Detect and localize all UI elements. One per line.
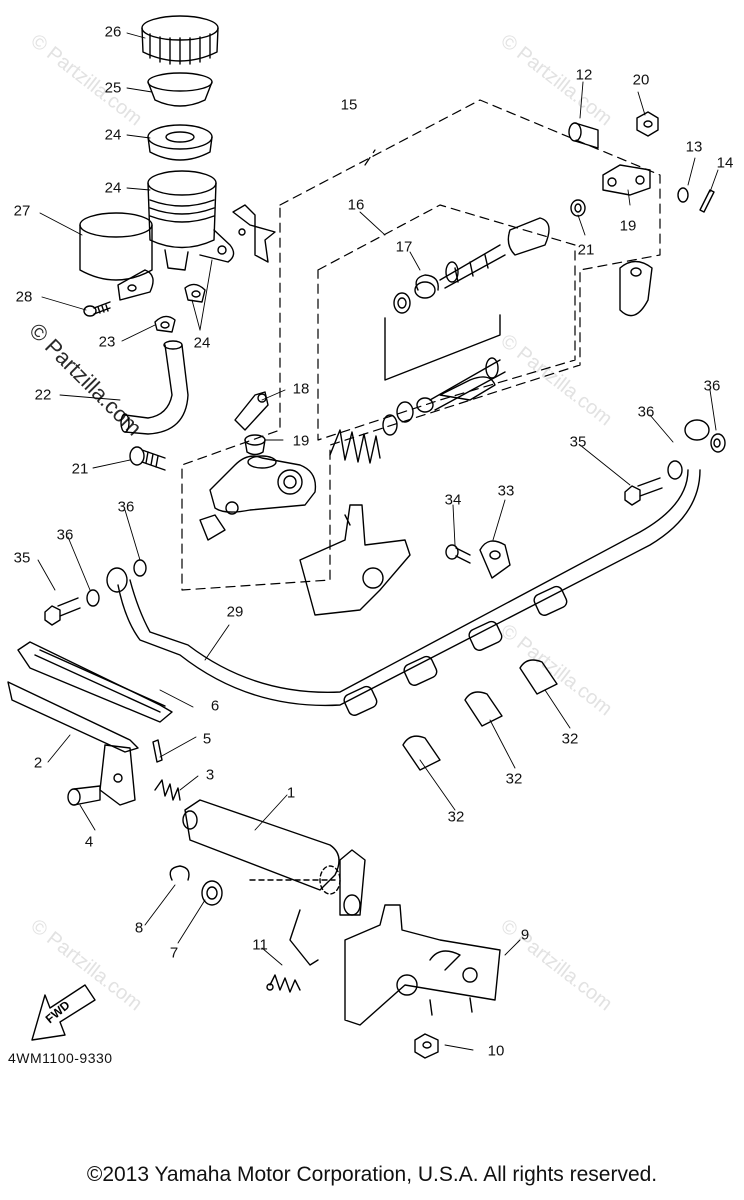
- part-36-washers: [86, 433, 726, 607]
- part-30-screw: [83, 301, 111, 317]
- part-26-diaphragm: [147, 124, 213, 161]
- callout-7: 7: [169, 944, 179, 962]
- copyright-notice: ©2013 Yamaha Motor Corporation, U.S.A. A…: [86, 1163, 658, 1186]
- callout-32b: 32: [505, 770, 523, 788]
- callout-35b: 35: [569, 433, 587, 451]
- part-32-clip-3: [519, 659, 558, 695]
- part-16-piston-kit: [384, 217, 550, 423]
- part-14-cotter-pin: [699, 189, 715, 213]
- callout-14: 14: [716, 154, 734, 172]
- diagram-code: 4WM1100-9330: [8, 1050, 113, 1066]
- part-28-cap: [141, 15, 219, 65]
- callout-1: 1: [286, 784, 296, 802]
- fwd-arrow-icon: [31, 984, 96, 1041]
- callout-3: 3: [205, 766, 215, 784]
- part-31-brake-hose: [106, 419, 710, 716]
- callout-21b: 21: [577, 241, 595, 259]
- callout-9: 9: [520, 926, 530, 944]
- part-35-bolt-left: [44, 597, 81, 626]
- part-1-pedal-shaft: [182, 799, 341, 895]
- callout-8: 8: [134, 919, 144, 937]
- callout-27: 25: [104, 79, 122, 97]
- part-17-circlip: [415, 274, 439, 291]
- frame-mount: [299, 504, 411, 616]
- callout-24: 23: [98, 333, 116, 351]
- part-11-spring: [266, 974, 301, 993]
- callout-10: 10: [487, 1042, 505, 1060]
- callout-30: 28: [15, 288, 33, 306]
- part-29-bracket: [79, 212, 154, 301]
- callout-36c: 36: [637, 403, 655, 421]
- callout-5: 5: [202, 730, 212, 748]
- callout-35a: 35: [13, 549, 31, 567]
- callout-16: 16: [347, 196, 365, 214]
- part-9-pedal-bracket: [344, 904, 501, 1026]
- part-18-joint: [234, 391, 269, 431]
- part-24-clamp-lower: [154, 315, 176, 333]
- part-24-clamp-upper: [184, 283, 206, 303]
- callout-32c: 32: [447, 808, 465, 826]
- callout-19: 19: [292, 432, 310, 450]
- mount-bracket-upper: [232, 204, 276, 263]
- callout-28: 26: [104, 23, 122, 41]
- callout-36b: 36: [56, 526, 74, 544]
- part-12-pin: [568, 122, 599, 149]
- callout-36d: 36: [703, 377, 721, 395]
- cylinder-spring: [329, 414, 398, 464]
- callout-6: 6: [210, 697, 220, 715]
- callout-20: 19: [619, 217, 637, 235]
- callout-25: 24: [104, 179, 122, 197]
- callout-29: 27: [13, 202, 31, 220]
- part-4-clevis-pin: [67, 785, 101, 806]
- part-32-clip-2: [464, 691, 503, 727]
- part-22-bolt: [129, 446, 166, 471]
- part-34-bolt: [445, 544, 471, 564]
- part-7-washer: [201, 880, 223, 906]
- callout-11: 11: [252, 936, 268, 954]
- callout-22: 21: [71, 460, 89, 478]
- master-cylinder-body: [199, 455, 317, 541]
- part-23-hose: [120, 340, 189, 435]
- part-21-nut-lower: [570, 199, 586, 217]
- callout-15: 15: [340, 96, 358, 114]
- part-10-flange-nut: [414, 1033, 439, 1059]
- callout-26: 24: [104, 126, 122, 144]
- part-19-boot: [244, 434, 266, 456]
- callout-4: 4: [84, 833, 94, 851]
- callout-17: 17: [395, 238, 413, 256]
- brake-lever-arm: [289, 849, 366, 966]
- leader-lines: [37, 32, 719, 1051]
- part-25-reservoir: [147, 170, 235, 271]
- part-21-nut-upper: [636, 111, 659, 137]
- part-20-clevis: [602, 164, 651, 196]
- part-6-pedal-pad: [17, 641, 173, 723]
- part-5-pin: [152, 739, 163, 763]
- callout-24b: 24: [193, 334, 211, 352]
- part-3-spring: [154, 779, 181, 801]
- callout-13: 13: [685, 138, 703, 156]
- callout-31: 29: [226, 603, 244, 621]
- part-32-clip-1: [402, 735, 441, 771]
- callout-2: 2: [33, 754, 43, 772]
- callout-21: 20: [632, 71, 650, 89]
- assembly-16-outline: [317, 204, 576, 441]
- callout-18: 18: [292, 380, 310, 398]
- callout-34: 34: [444, 491, 462, 509]
- callout-12: 12: [575, 66, 593, 84]
- callout-32a: 32: [561, 730, 579, 748]
- callout-23: 22: [34, 386, 52, 404]
- part-33-clamp: [479, 540, 511, 579]
- part-8-circlip: [169, 865, 190, 881]
- callout-33: 33: [497, 482, 515, 500]
- part-27-plate: [147, 72, 213, 107]
- brake-arm-link: [619, 260, 653, 317]
- assembly-15-outline: [181, 99, 661, 591]
- part-2-brake-pedal: [7, 681, 139, 806]
- part-35-bolt-right: [624, 477, 663, 506]
- callout-36a: 36: [117, 498, 135, 516]
- part-13-washer: [677, 187, 689, 203]
